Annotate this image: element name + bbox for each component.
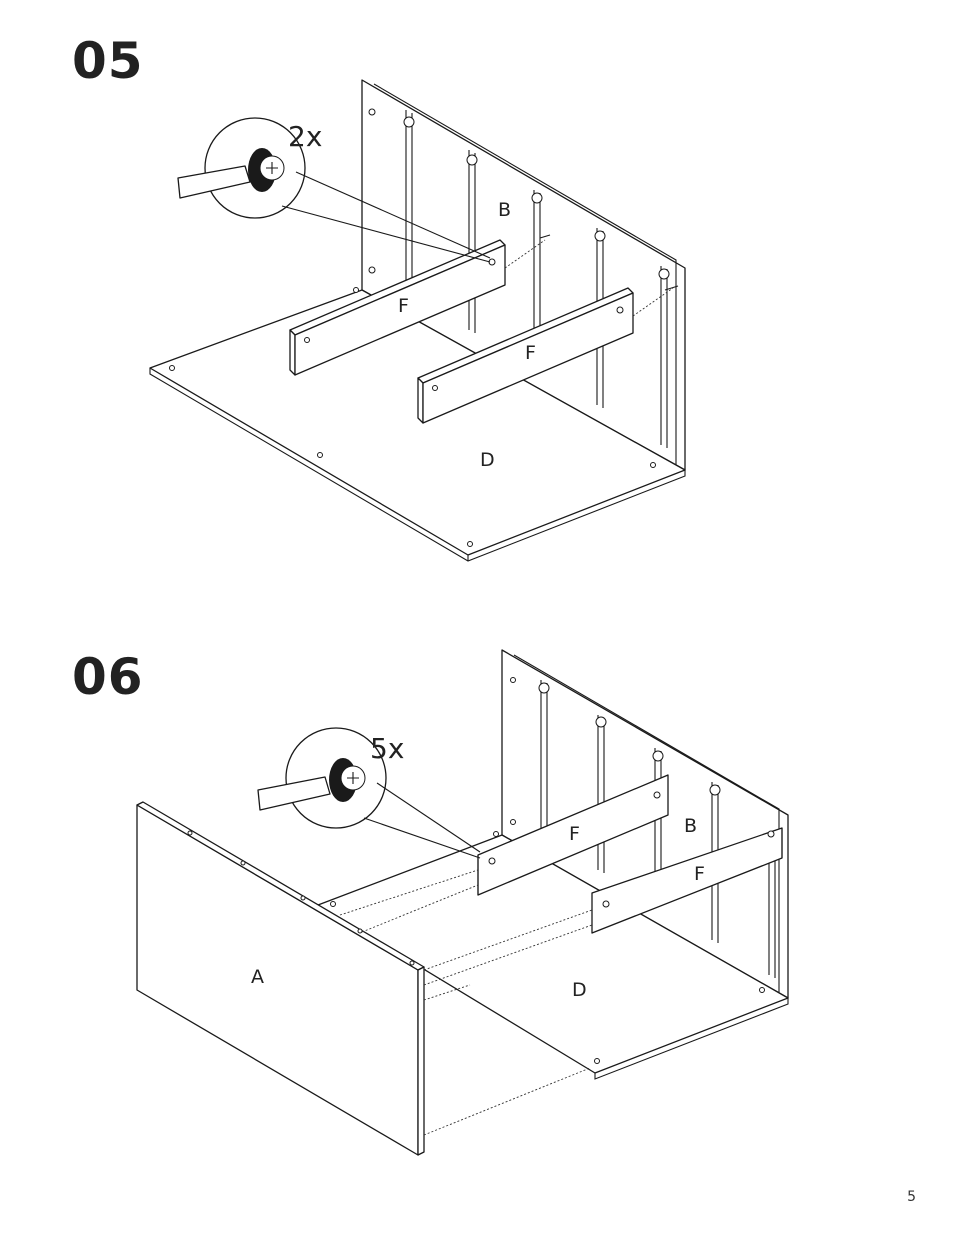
step-06-illustration: 5x A F B F D — [137, 650, 788, 1155]
quantity-label: 5x — [370, 732, 404, 765]
panel-label: F — [694, 863, 705, 885]
panel-label: F — [398, 295, 409, 317]
quantity-label: 2x — [288, 120, 322, 153]
panel-label: D — [572, 979, 587, 1001]
callout: 5x — [258, 728, 480, 858]
panel-label: B — [684, 815, 697, 837]
panel-label: F — [569, 823, 580, 845]
panel-label: B — [498, 199, 511, 221]
panel-label: A — [251, 966, 264, 988]
side-panel — [137, 805, 418, 1155]
panel-label: D — [480, 449, 495, 471]
panel-label: F — [525, 342, 536, 364]
step-05-illustration: 2x B F F D — [150, 80, 685, 561]
